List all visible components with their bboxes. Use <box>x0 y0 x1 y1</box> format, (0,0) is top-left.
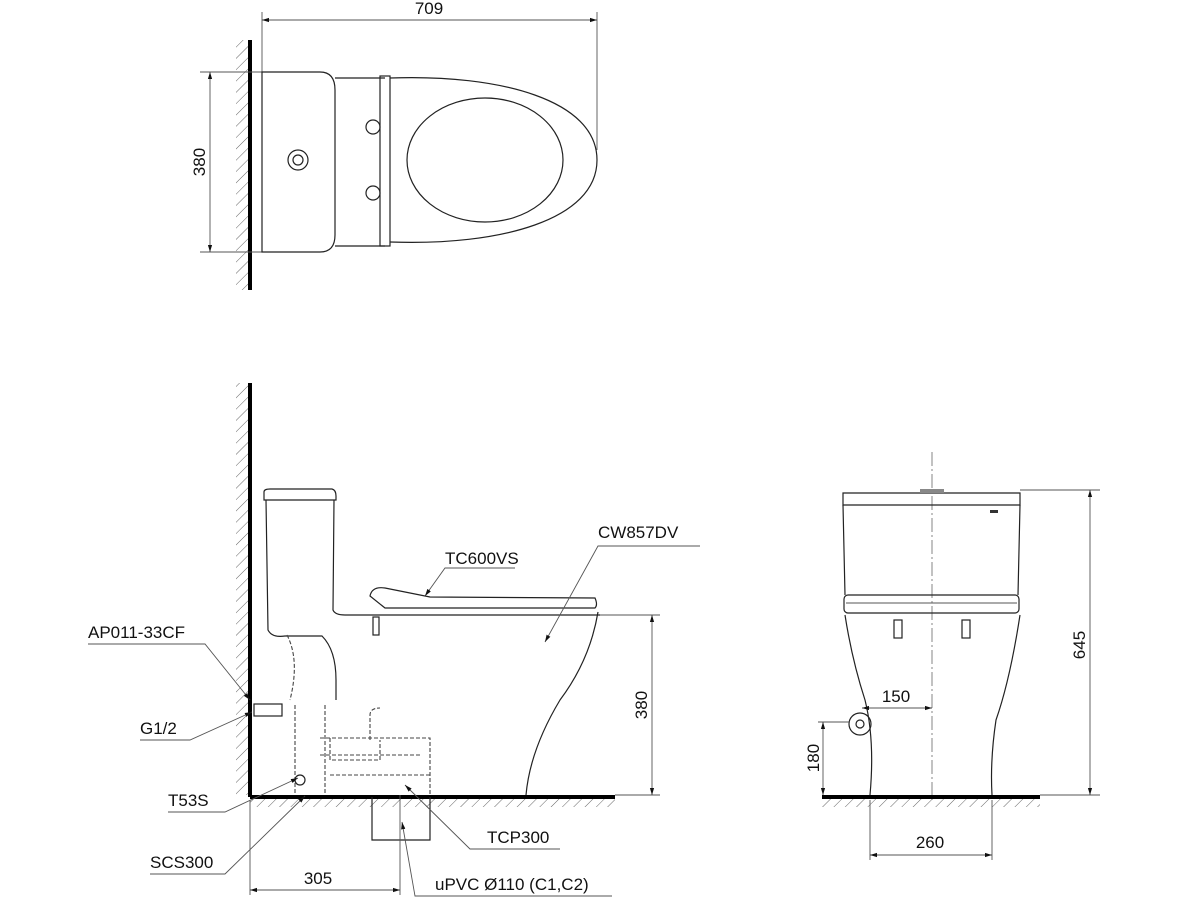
hinge-bolt <box>365 185 381 201</box>
label-upvc-pipe: uPVC Ø110 (C1,C2) <box>435 875 589 894</box>
dim-label-305: 305 <box>304 869 332 888</box>
label-cw857dv: CW857DV <box>598 523 679 542</box>
toilet-seat <box>369 587 598 609</box>
bowl-front <box>844 614 1021 796</box>
flush-button <box>287 149 309 171</box>
inlet-circle <box>848 712 872 736</box>
seat-outline <box>389 77 598 243</box>
hinge-bolt <box>365 119 381 135</box>
angle-valve <box>253 703 283 717</box>
dim-label-380-top: 380 <box>190 148 209 176</box>
dim-label-380-side: 380 <box>632 691 651 719</box>
dim-label-260: 260 <box>916 833 944 852</box>
front-view: 645 150 180 260 <box>804 452 1100 860</box>
tank-lid-front <box>842 492 1021 506</box>
dim-label-180: 180 <box>804 744 823 772</box>
bowl-profile <box>525 611 599 796</box>
tank-top <box>261 71 336 253</box>
label-scs300: SCS300 <box>150 853 213 872</box>
label-t53s: T53S <box>168 791 209 810</box>
dim-label-150: 150 <box>882 687 910 706</box>
top-view: 709 380 <box>190 0 598 290</box>
seat-front <box>843 594 1020 614</box>
side-view: 380 305 TC600VS CW857DV AP011-33CF G1/2 … <box>88 383 700 897</box>
dim-label-709: 709 <box>415 0 443 18</box>
seat-bolt <box>372 616 380 636</box>
label-ap011-33cf: AP011-33CF <box>88 623 185 642</box>
tank-lid <box>263 488 337 501</box>
label-tcp300: TCP300 <box>487 828 549 847</box>
drain-pipe <box>371 797 431 841</box>
wall-hatch <box>236 40 248 290</box>
dim-label-645: 645 <box>1070 631 1089 659</box>
label-tc600vs: TC600VS <box>445 549 519 568</box>
seat-hinge-plate <box>379 75 391 247</box>
label-g1-2: G1/2 <box>140 719 177 738</box>
bowl-opening <box>406 97 564 223</box>
